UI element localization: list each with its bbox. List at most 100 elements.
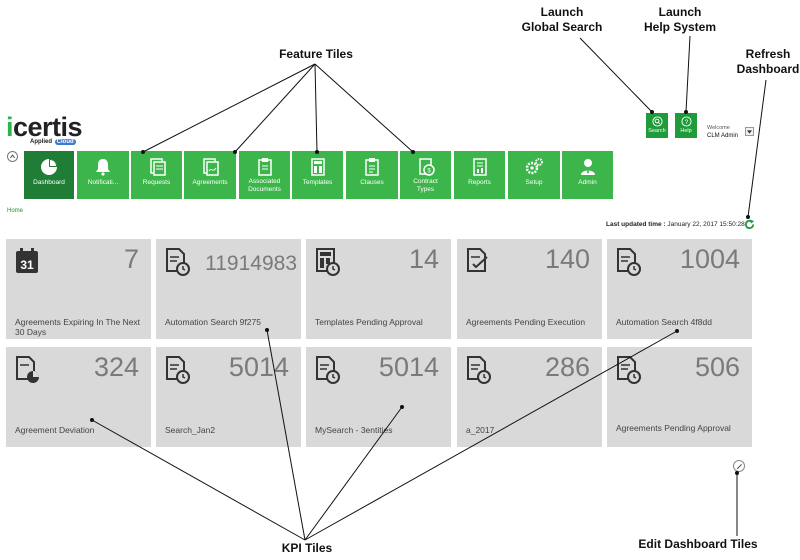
document-pie-icon [16,356,39,383]
kpi-tile[interactable]: 324 Agreement Deviation [6,347,151,447]
clipboard-icon [257,158,272,176]
edit-dashboard-tiles-button[interactable] [733,460,745,472]
chevron-up-icon [9,154,16,159]
kpi-tile[interactable]: 140 Agreements Pending Execution [457,239,602,339]
document-clock-icon [617,248,641,276]
clause-clipboard-icon [365,158,379,176]
kpi-tile[interactable]: 286 a_2017 [457,347,602,447]
kpi-title: Search_Jan2 [165,425,216,435]
kpi-tile[interactable]: 11914983 Automation Search 9f275 [156,239,301,339]
nav-tile-setup[interactable]: Setup [508,151,560,199]
user-menu-dropdown[interactable] [745,127,754,136]
annotation-line [685,35,691,113]
calendar-icon: 31 [16,248,38,273]
user-name[interactable]: CLM Admin [707,133,739,139]
last-updated-value: January 22, 2017 15:50:28 [667,221,745,228]
kpi-value: 5014 [378,352,439,382]
document-clock-icon [166,356,190,384]
nav-label: Requests [142,179,171,186]
last-updated-label: Last updated time : [606,221,666,228]
admin-user-icon [580,159,595,175]
kpi-title: Agreements Pending Approval [616,423,731,433]
annotation-line [314,63,414,153]
help-button[interactable]: ? Help [675,113,697,138]
kpi-title: Automation Search 9f275 [165,317,261,327]
document-clock-icon [166,248,190,276]
help-label: Help [680,128,692,134]
kpi-value: 506 [694,352,740,382]
nav-tile-associated-documents[interactable]: Associated Documents [239,151,290,199]
gears-icon [525,158,543,175]
kpi-value: 14 [408,244,439,274]
kpi-tile[interactable]: 31 7 Agreements Expiring In The Next 30 … [6,239,151,339]
kpi-tile[interactable]: 506 Agreements Pending Approval [607,347,752,447]
kpi-tile[interactable]: 5014 Search_Jan2 [156,347,301,447]
nav-label: Setup [525,179,543,186]
document-clock-icon [467,356,491,384]
nav-tile-contract-types[interactable]: $ Contract Types [400,151,451,199]
svg-text:?: ? [684,119,688,126]
nav-label: Contract [413,178,438,185]
nav-label: Notificati... [87,179,119,186]
chevron-down-icon [747,129,752,134]
nav-label-line2: Types [416,186,435,193]
nav-tile-clauses[interactable]: Clauses [346,151,398,199]
logo-letter-i: i [6,112,14,142]
document-check-icon [467,248,488,272]
agreement-document-icon [203,158,219,176]
callout-feature-tiles: Feature Tiles [279,47,353,61]
svg-text:$: $ [427,169,431,175]
nav-label: Admin [578,179,597,186]
logo-cloud-badge: Cloud [54,139,76,145]
annotation-line [314,63,318,153]
kpi-value: 1004 [679,244,740,274]
kpi-tile[interactable]: 5014 MySearch - 3entities [306,347,451,447]
kpi-title: Agreements Pending Execution [466,317,586,327]
nav-label: Templates [302,179,333,186]
refresh-icon[interactable] [744,219,755,230]
callout-edit-dashboard-tiles: Edit Dashboard Tiles [638,537,758,551]
document-clock-icon [316,356,340,384]
svg-text:31: 31 [20,258,34,272]
kpi-title: Agreements Expiring In The Next 30 Days [15,317,141,337]
document-clock-icon [617,356,641,384]
kpi-value: 7 [123,244,139,274]
kpi-value: 11914983 [205,252,297,275]
report-icon [472,158,487,176]
kpi-title: Automation Search 4f8dd [616,317,712,327]
nav-tile-requests[interactable]: Requests [131,151,182,199]
nav-tile-templates[interactable]: Templates [292,151,343,199]
annotation-line [234,63,316,153]
callout-kpi-tiles: KPI Tiles [281,541,333,555]
global-search-button[interactable]: Search [646,113,668,138]
nav-tile-reports[interactable]: Reports [454,151,505,199]
breadcrumb-home[interactable]: Home [7,208,24,214]
kpi-value: 140 [544,244,590,274]
nav-label: Dashboard [33,179,65,186]
nav-label: Agreements [192,179,228,186]
annotation-line [747,79,767,218]
nav-tile-admin[interactable]: Admin [562,151,613,199]
kpi-tile[interactable]: 14 Templates Pending Approval [306,239,451,339]
request-document-icon [149,158,166,176]
home-collapse-button[interactable] [7,151,18,162]
nav-label: Reports [468,179,491,186]
nav-tile-notifications[interactable]: Notificati... [77,151,129,199]
bell-icon [96,159,110,176]
nav-tile-agreements[interactable]: Agreements [184,151,236,199]
annotation-line [579,37,653,113]
kpi-title: a_2017 [466,425,495,435]
nav-label: Clauses [360,179,384,186]
kpi-title: MySearch - 3entities [315,425,393,435]
nav-tile-dashboard[interactable]: Dashboard [24,151,74,199]
kpi-value: 5014 [228,352,289,382]
annotation-line [142,63,316,153]
kpi-value: 286 [544,352,590,382]
kpi-title: Templates Pending Approval [315,317,423,327]
kpi-title: Agreement Deviation [15,425,95,435]
search-icon [651,116,663,127]
kpi-tile[interactable]: 1004 Automation Search 4f8dd [607,239,752,339]
